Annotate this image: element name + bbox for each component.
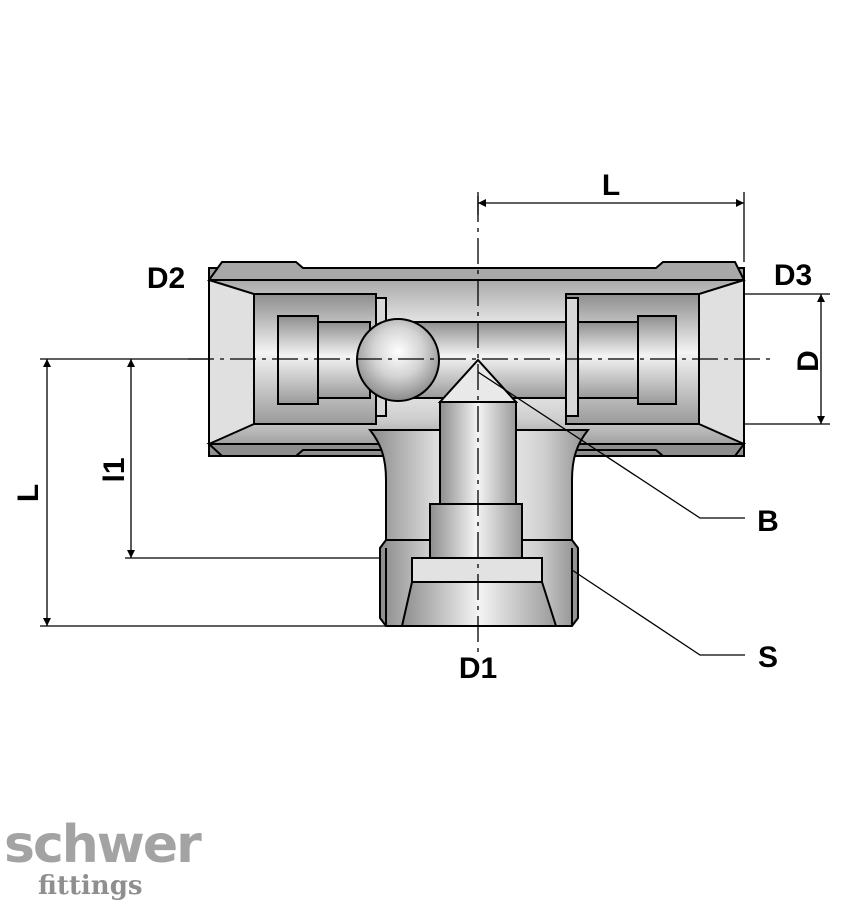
left-port-d2 xyxy=(208,278,567,446)
dim-left-l-label: L xyxy=(12,484,45,502)
right-inner-bore xyxy=(637,315,677,405)
left-thread-countersink xyxy=(208,278,255,446)
label-b: B xyxy=(757,505,779,538)
leader-b xyxy=(477,371,745,519)
schwer-logo: schwer fittings xyxy=(4,815,204,901)
leader-s xyxy=(571,569,745,656)
label-s: S xyxy=(758,641,778,674)
check-ball xyxy=(356,318,440,402)
right-washer xyxy=(565,297,579,417)
right-port-d3 xyxy=(565,278,745,446)
dim-d-label: D xyxy=(792,350,825,372)
run-hex-top xyxy=(207,261,746,281)
right-seat xyxy=(577,321,639,399)
branch-washer xyxy=(411,557,543,583)
label-d3: D3 xyxy=(774,259,812,292)
dim-top-l-label: L xyxy=(602,169,620,202)
dim-l1-label: l1 xyxy=(98,457,131,482)
left-inner-bore xyxy=(277,315,319,405)
logo-brand: schwer xyxy=(4,815,202,875)
branch-countersink xyxy=(400,581,558,627)
right-thread-countersink xyxy=(698,278,745,446)
logo-sub: fittings xyxy=(38,871,143,901)
label-d2: D2 xyxy=(147,262,185,295)
branch-inner-bore xyxy=(429,503,523,559)
label-d1: D1 xyxy=(459,652,497,685)
